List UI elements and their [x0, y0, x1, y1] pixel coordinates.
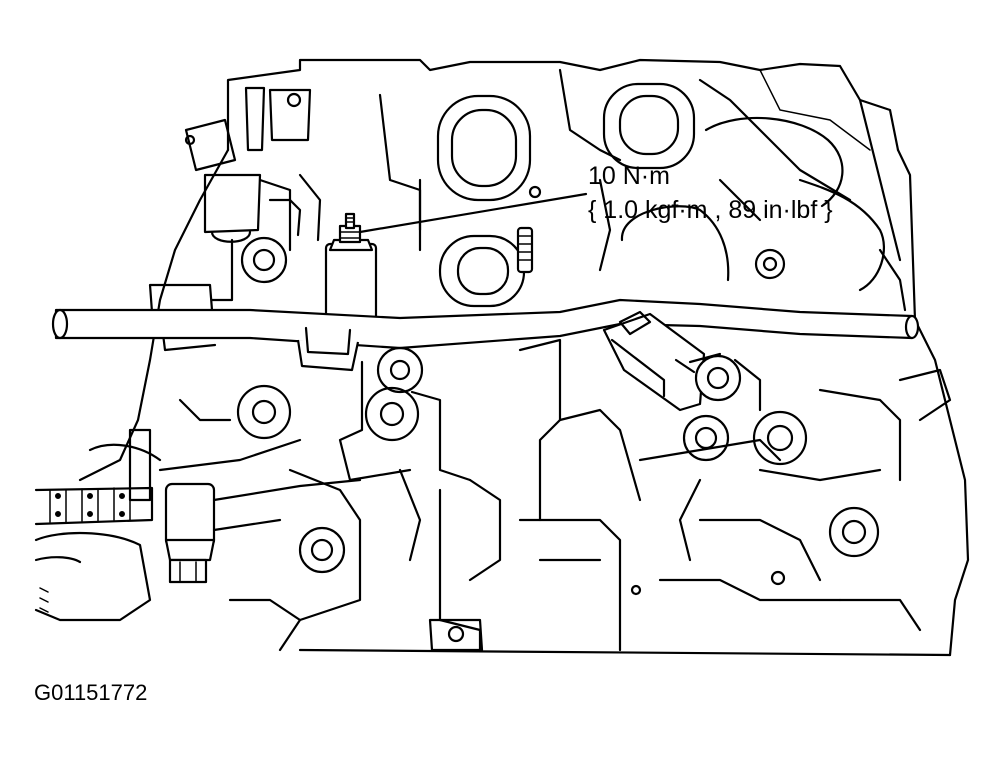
- figure-id: G01151772: [34, 680, 148, 705]
- misc-detail: [178, 178, 907, 652]
- torque-alt-units-label: { 1.0 kgf·m , 89 in·lbf }: [588, 196, 833, 224]
- lower-valve-body: [236, 338, 782, 652]
- intake-port-ovals: [436, 82, 885, 308]
- bolt-left: [158, 438, 362, 584]
- oil-control-solenoid: [324, 212, 378, 328]
- electrical-connector: [602, 310, 742, 412]
- spring-stud: [516, 185, 542, 274]
- oil-pipe: [51, 298, 920, 372]
- torque-value-label: 10 N·m: [588, 162, 670, 190]
- timing-chain-area: [34, 428, 162, 622]
- right-side-bosses: [630, 248, 952, 632]
- callout-leader-line: [358, 192, 588, 234]
